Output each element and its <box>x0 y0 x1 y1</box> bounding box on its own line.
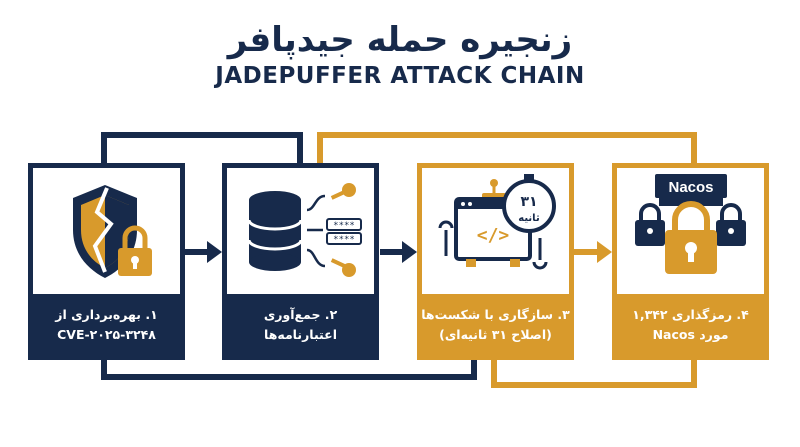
step-card-1: ۱. بهره‌برداری از CVE-۲۰۲۵-۳۲۴۸ <box>28 163 185 360</box>
title-english: JADEPUFFER ATTACK CHAIN <box>215 63 585 89</box>
stopwatch-icon: ۳۱ ثانیه <box>502 174 556 233</box>
timer-value: ۳۱ <box>520 194 537 210</box>
svg-text:</>: </> <box>477 225 510 246</box>
svg-text:****: **** <box>333 221 355 231</box>
wrench-icon <box>438 220 548 270</box>
step-label-2: ۲. جمع‌آوری اعتبارنامه‌ها <box>227 294 374 355</box>
nacos-padlocks-icon: Nacos <box>617 168 764 296</box>
step-4-line2: مورد Nacos <box>652 326 729 342</box>
step-1-line2: CVE-۲۰۲۵-۳۲۴۸ <box>57 326 156 342</box>
database-icon <box>247 191 303 271</box>
arrow-3-to-4 <box>574 241 612 263</box>
key-icon <box>330 183 356 200</box>
broken-shield-lock-icon <box>33 168 180 296</box>
step-1-line1: ۱. بهره‌برداری از <box>55 306 158 322</box>
step-2-line1: ۲. جمع‌آوری <box>263 306 338 322</box>
step-card-3: </> ۳۱ ثانیه ۳. سازگاری با شکست‌ها (اصلا… <box>417 163 574 360</box>
step-label-3: ۳. سازگاری با شکست‌ها (اصلاح ۳۱ ثانیه‌ای… <box>421 294 570 355</box>
nacos-label: Nacos <box>668 179 713 196</box>
code-robot-stopwatch-icon: </> ۳۱ ثانیه <box>422 168 569 296</box>
step-3-line1: ۳. سازگاری با شکست‌ها <box>421 306 570 322</box>
step-3-line2: (اصلاح ۳۱ ثانیه‌ای) <box>439 326 552 342</box>
navy-connector <box>101 132 303 163</box>
database-keys-icon: **** **** <box>227 168 374 296</box>
key-icon-2 <box>330 258 356 277</box>
gold-connector-bottom <box>491 360 697 388</box>
svg-text:****: **** <box>333 235 355 245</box>
robot-icon <box>482 179 506 200</box>
large-padlock-icon <box>665 201 717 274</box>
arrow-1-to-2 <box>183 241 222 263</box>
navy-connector-bottom <box>101 360 477 380</box>
step-label-1: ۱. بهره‌برداری از CVE-۲۰۲۵-۳۲۴۸ <box>33 294 180 355</box>
step-label-4: ۴. رمزگذاری ۱,۳۴۲ مورد Nacos <box>617 294 764 355</box>
gold-connector <box>317 132 697 163</box>
arrow-2-to-3 <box>380 241 417 263</box>
step-4-line1: ۴. رمزگذاری ۱,۳۴۲ <box>632 306 749 322</box>
small-padlock-left-icon <box>635 203 665 246</box>
step-2-line2: اعتبارنامه‌ها <box>264 326 337 342</box>
title-persian: زنجیره حمله جیدپافر <box>227 20 573 60</box>
timer-unit: ثانیه <box>518 213 540 224</box>
small-padlock-right-icon <box>716 203 746 246</box>
step-card-2: **** **** ۲. جمع‌آوری اعتبارنامه‌ها <box>222 163 379 360</box>
step-card-4: Nacos ۴. رمزگذاری ۱,۳۴۲ مورد Nacos <box>612 163 769 360</box>
